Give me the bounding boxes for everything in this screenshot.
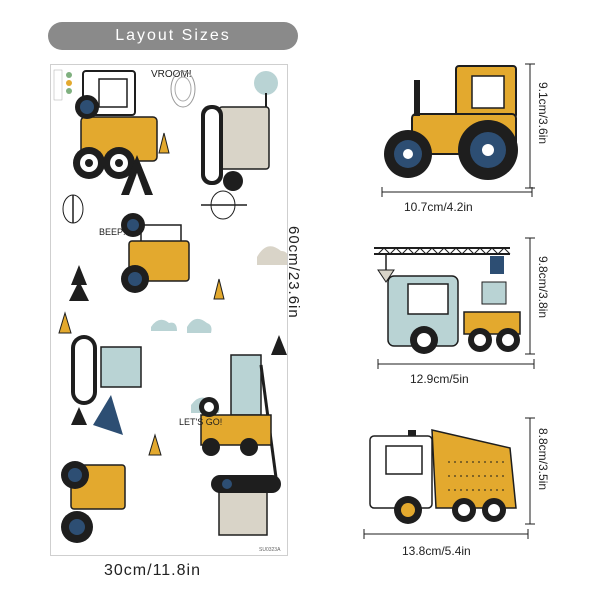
crane-truck-height-line	[525, 237, 535, 355]
tractor-height-label: 9.1cm/3.6in	[536, 82, 550, 145]
crane-truck-sticker	[199, 354, 279, 486]
tractor-height-line	[525, 63, 535, 189]
crane-truck-width-label: 12.9cm/5in	[410, 372, 469, 386]
crane-truck-height-label: 9.8cm/3.8in	[536, 256, 550, 319]
layout-sizes-title: Layout Sizes	[48, 22, 298, 50]
sticker-sheet-artwork: VROOM!	[53, 69, 287, 553]
dump-truck-width-line	[363, 529, 529, 539]
dump-truck-width-label: 13.8cm/5.4in	[402, 544, 471, 558]
dump-truck-height-label: 8.8cm/3.5in	[536, 428, 550, 491]
crane-truck-illustration	[374, 247, 521, 354]
tractor-sticker-bottom	[61, 461, 126, 543]
traffic-cone-sticker	[158, 132, 170, 154]
digger-sticker	[71, 335, 142, 435]
scribble-doodle	[170, 70, 196, 108]
sticker-sheet: VROOM!	[50, 64, 288, 556]
sheet-width-label: 30cm/11.8in	[104, 562, 201, 579]
sheet-height-guide	[290, 64, 300, 554]
dump-truck-height-line	[525, 417, 535, 525]
sheet-text-lets-go: LET'S GO!	[179, 417, 222, 427]
bulldozer-sticker-top	[201, 105, 270, 191]
tractor-illustration	[384, 65, 518, 180]
brand-logo	[53, 69, 72, 101]
tractor-width-label: 10.7cm/4.2in	[404, 200, 473, 214]
cloud-sticker	[257, 246, 287, 265]
bulldozer-sticker-bottom	[211, 475, 281, 536]
sheet-text-beep: BEEP!	[99, 227, 126, 237]
crane-truck-width-line	[377, 359, 535, 369]
tractor-width-line	[381, 187, 533, 197]
tractor-sticker-middle	[121, 213, 190, 293]
tractor-sticker-top	[73, 70, 158, 179]
tree-sticker	[254, 71, 278, 95]
trees-row	[62, 190, 287, 425]
sheet-code: SU0323A	[259, 547, 281, 553]
sheet-text-vroom: VROOM!	[151, 69, 192, 80]
dump-truck-illustration	[369, 429, 517, 524]
